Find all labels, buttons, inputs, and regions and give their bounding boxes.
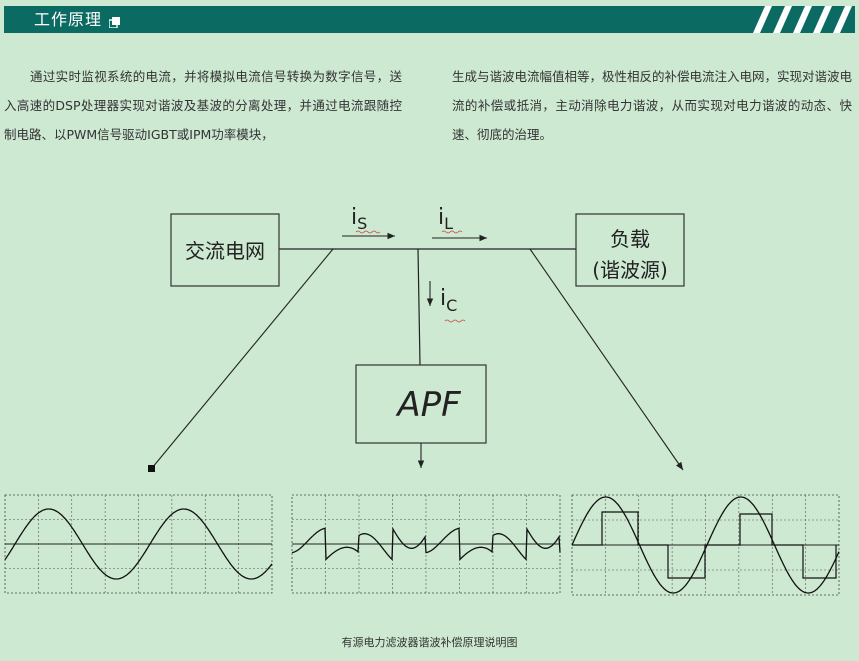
- intro-paragraph-right: 生成与谐波电流幅值相等，极性相反的补偿电流注入电网，实现对谐波电流的补偿或抵消，…: [452, 69, 853, 142]
- load-box-label-line2: (谐波源): [592, 258, 668, 282]
- load-square-waveform: [572, 511, 837, 579]
- header-stripes-decoration: [753, 6, 852, 33]
- load-label-underline: [441, 230, 463, 234]
- compensation-current-waveform: [291, 526, 561, 561]
- grid-box: [170, 213, 280, 287]
- source-current-label: iS: [351, 205, 367, 233]
- load-box: [575, 213, 685, 287]
- load-box-label-line1: 负载: [610, 227, 650, 251]
- section-title: 工作原理: [34, 10, 103, 29]
- compensation-label-underline: [444, 319, 466, 323]
- source-waveform-panel: [4, 494, 273, 594]
- apf-label: APF: [395, 385, 461, 425]
- load-waveform-pointer: [529, 248, 684, 471]
- figure-caption: 有源电力滤波器谐波补偿原理说明图: [341, 636, 518, 649]
- source-label-underline: [355, 230, 381, 234]
- compensation-waveform-panel: [291, 494, 561, 594]
- source-current-waveform: [4, 508, 273, 580]
- load-waveform-panel: [571, 494, 840, 596]
- load-sine-waveform: [571, 496, 840, 594]
- apf-branch-line: [417, 248, 421, 366]
- grid-box-label: 交流电网: [185, 239, 265, 263]
- section-header: 工作原理: [4, 6, 855, 33]
- source-waveform-pointer: [151, 248, 334, 469]
- window-icon: [109, 17, 120, 28]
- intro-paragraph-left: 通过实时监视系统的电流，并将模拟电流信号转换为数字信号，送入高速的DSP处理器实…: [4, 69, 402, 142]
- compensation-current-label: iC: [440, 286, 457, 315]
- source-pointer-end: [148, 465, 155, 472]
- load-current-label: iL: [438, 205, 453, 233]
